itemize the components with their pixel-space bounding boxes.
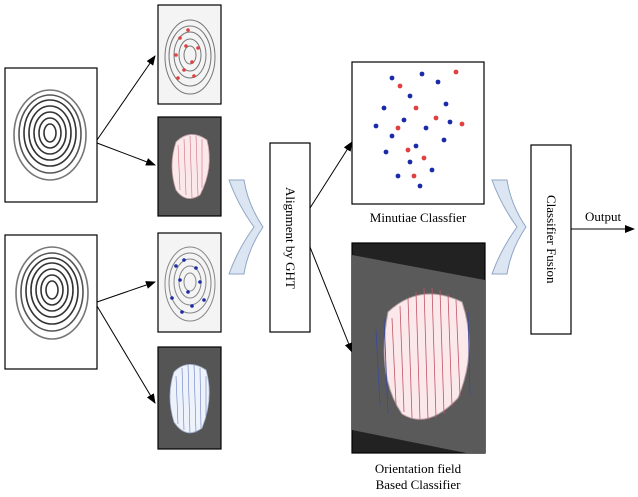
orientation-result	[351, 242, 486, 454]
output-label: Output	[584, 209, 622, 224]
orientation-thumb-top	[157, 116, 222, 217]
minutiae-result	[351, 61, 485, 205]
fusion-box	[530, 144, 572, 335]
alignment-box	[269, 142, 311, 333]
orientation-thumb-bottom	[157, 346, 222, 450]
merge-chevron-left	[228, 179, 264, 275]
minutiae-classifier-label: Minutiae Classfier	[369, 210, 467, 225]
orientation-classifier-label-line1: Orientation field	[374, 461, 462, 476]
minutiae-thumb-bottom	[157, 232, 222, 333]
alignment-label: Alignment by GHT	[283, 186, 298, 289]
merge-chevron-right	[491, 179, 527, 275]
orientation-classifier-label-line2: Based Classifier	[375, 477, 461, 492]
fingerprint-input-top	[4, 67, 98, 203]
fusion-label: Classifier Fusion	[544, 195, 559, 284]
minutiae-thumb-top	[157, 4, 222, 105]
fingerprint-input-bottom	[4, 234, 98, 370]
alignment-arrows	[309, 141, 353, 353]
input-arrows	[96, 55, 156, 404]
